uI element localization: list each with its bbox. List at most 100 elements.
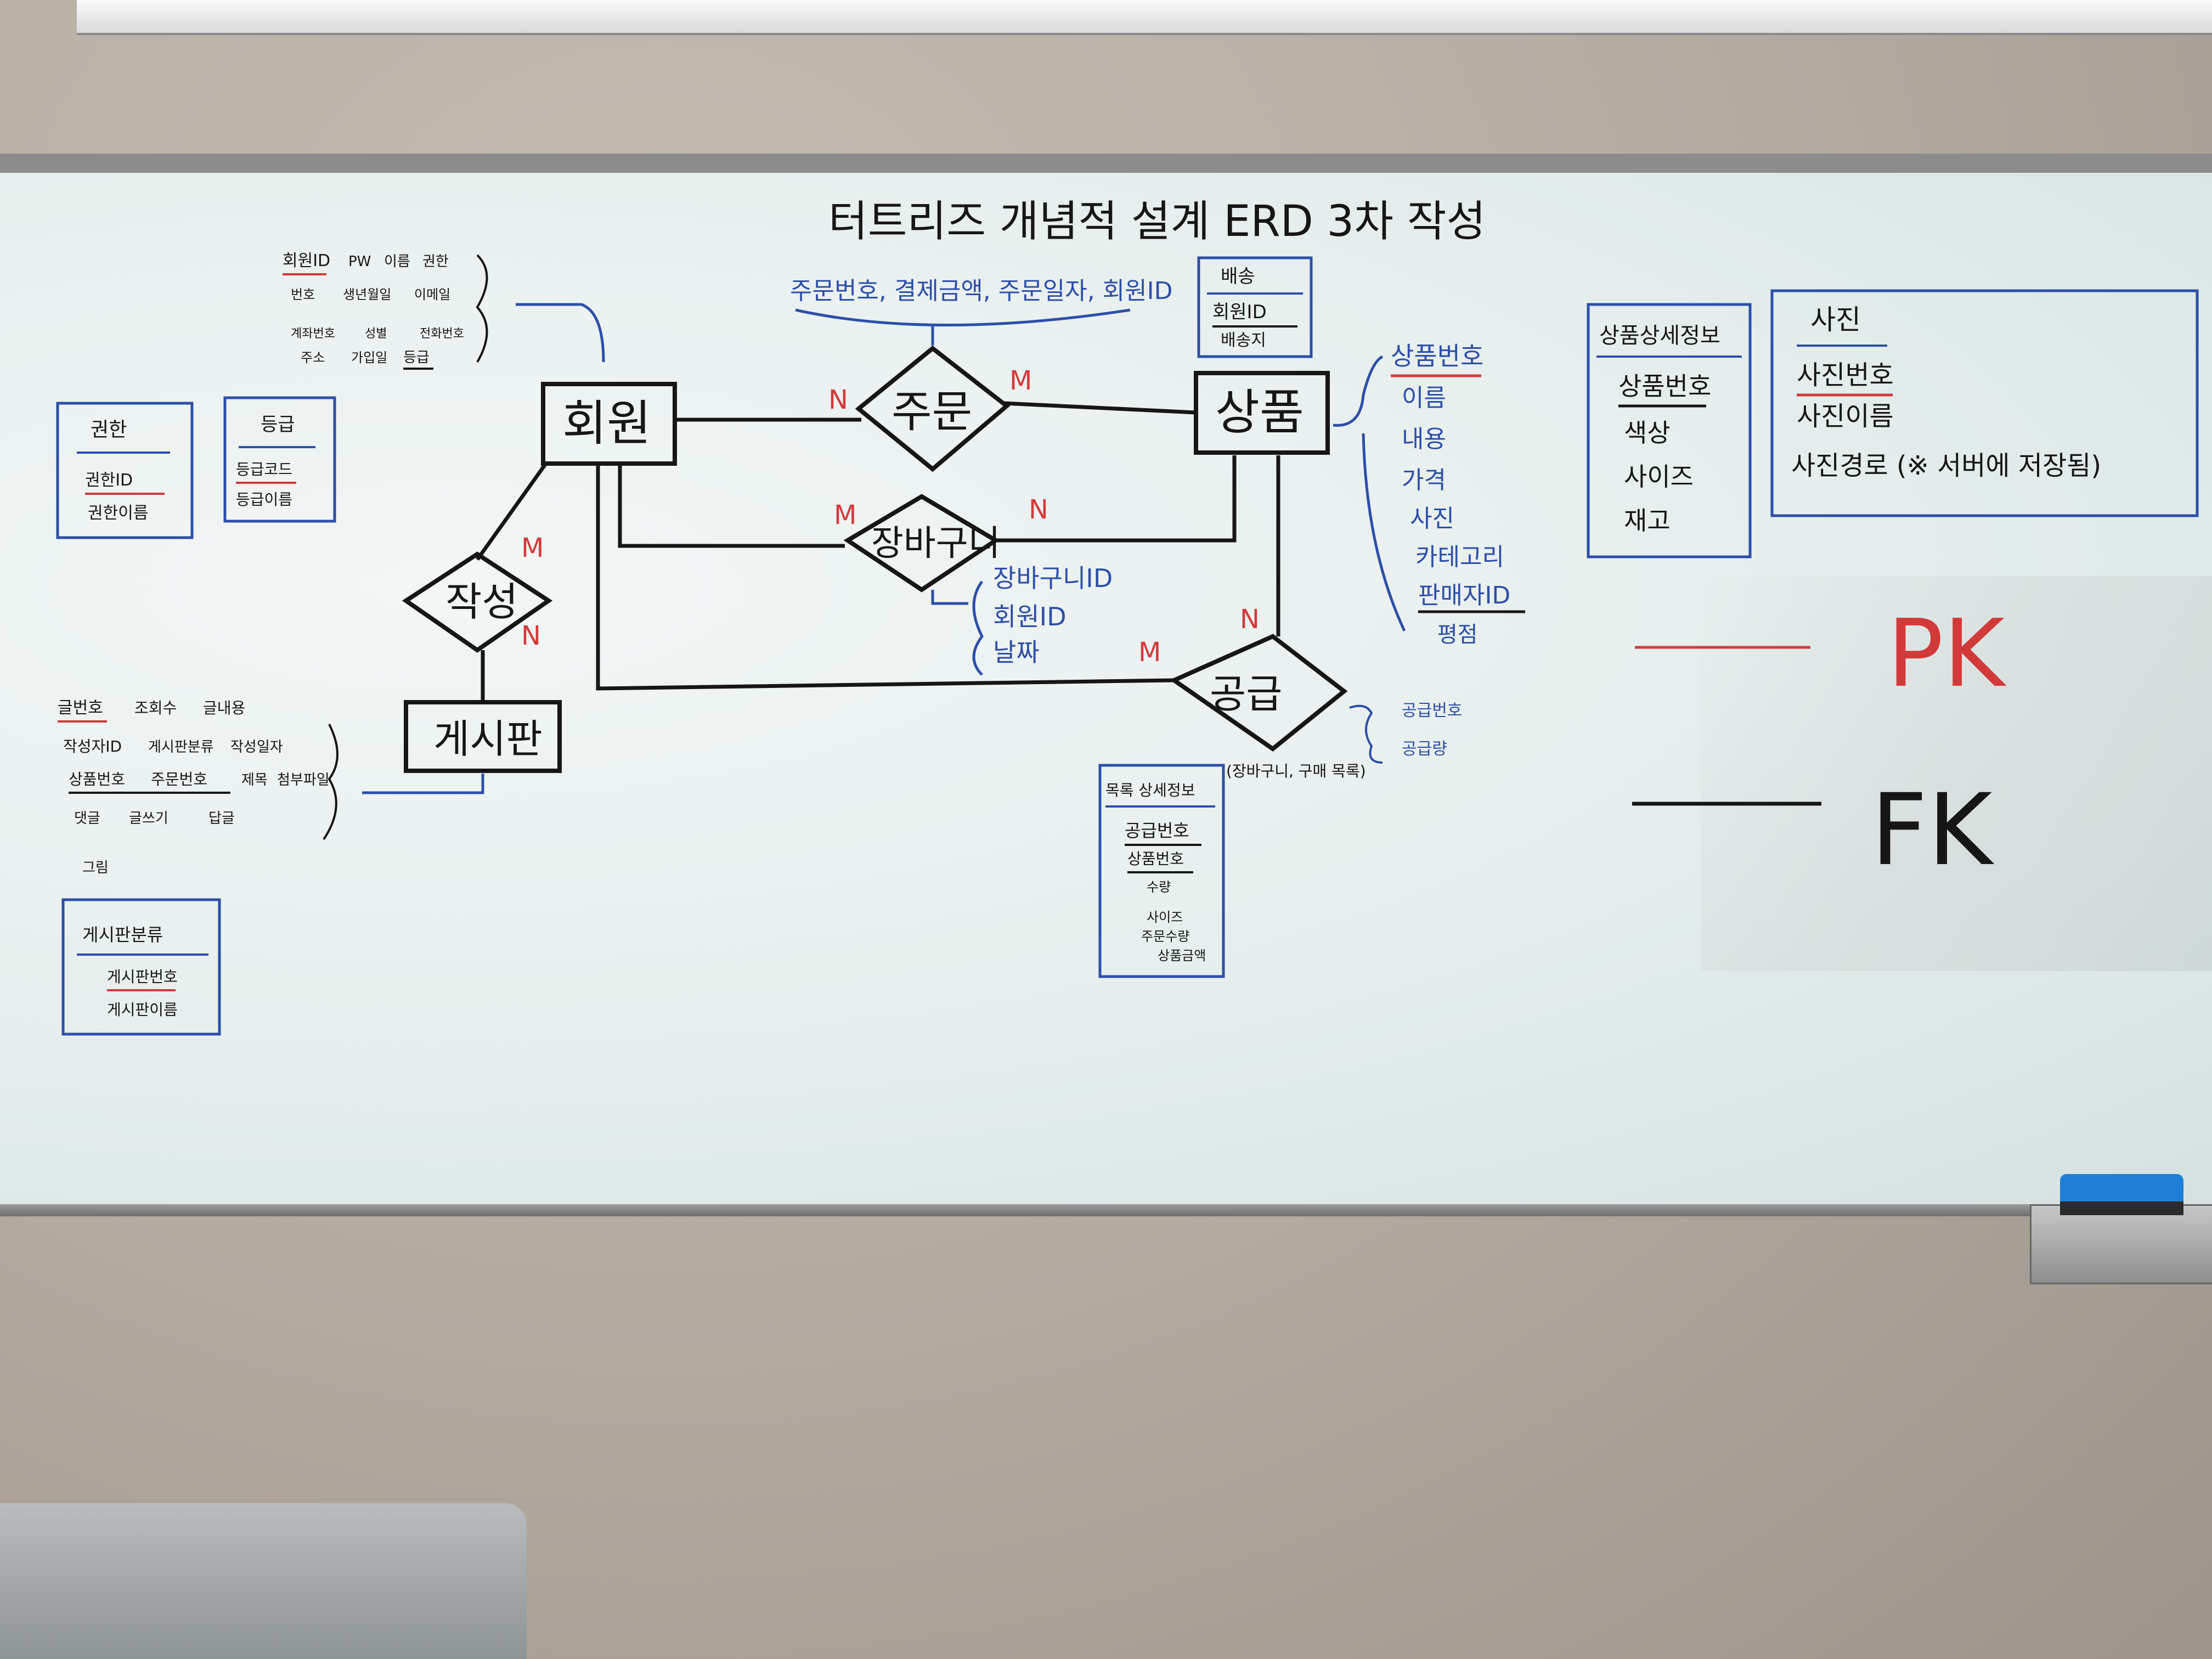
key-legend: PK FK (1632, 600, 2007, 888)
purchase-detail-row-5: 주문수량 (1141, 929, 1189, 944)
member-entity: 회원 (562, 395, 651, 452)
grade-table-row-1: 등급코드 (236, 460, 292, 478)
order-cardinality-left: N (828, 385, 848, 415)
photo-table-title: 사진 (1810, 304, 1861, 336)
cart-relationship: 장바구니 (871, 523, 1001, 564)
window-reflection (1701, 576, 2212, 971)
member-attr-pw: PW (348, 253, 371, 270)
board-attr-10: 첨부파일 (277, 772, 330, 788)
member-attributes-link (516, 303, 605, 363)
product-attr-6: 카테고리 (1415, 543, 1504, 571)
product-entity: 상품 (1215, 384, 1304, 441)
board-attr-6: 작성일자 (230, 739, 283, 755)
photo-table-row-2: 사진이름 (1797, 401, 1894, 432)
cart-attr-3: 날짜 (993, 637, 1040, 667)
board-attr-2: 조회수 (134, 699, 177, 717)
product-detail-row-4: 재고 (1624, 506, 1671, 535)
supply-cardinality-top: N (1240, 604, 1260, 635)
board-category-title: 게시판분류 (82, 924, 163, 945)
board-category-row-1: 게시판번호 (107, 968, 178, 986)
diagram-title: 터트리즈 개념적 설계 ERD 3차 작성 (828, 197, 1486, 246)
supply-relationship-diamond (1169, 634, 1348, 752)
product-attr-4: 가격 (1402, 466, 1446, 494)
purchase-detail-table: 목록 상세정보 공급번호 상품번호 수량 사이즈 주문수량 상품금액 (1098, 764, 1225, 978)
order-attributes-brace (795, 308, 1131, 326)
member-entity-box (541, 382, 677, 466)
product-attr-5: 사진 (1410, 505, 1454, 533)
board-attr-1: 글번호 (58, 698, 103, 718)
purchase-detail-row-2: 상품번호 (1127, 850, 1184, 868)
member-attr-phone: 전화번호 (420, 327, 464, 341)
purchase-detail-row-6: 상품금액 (1158, 948, 1206, 963)
product-attr-1: 상품번호 (1391, 341, 1483, 371)
board-attr-14: 그림 (82, 860, 109, 876)
product-detail-row-1: 상품번호 (1618, 371, 1711, 401)
member-attr-account: 계좌번호 (291, 327, 335, 341)
cart-cardinality-left: M (834, 500, 856, 531)
purchase-detail-row-3: 수량 (1147, 879, 1171, 895)
board-attr-9: 제목 (241, 772, 268, 788)
write-cardinality-top: M (521, 533, 544, 563)
order-attributes: 주문번호, 결제금액, 주문일자, 회원ID (790, 277, 1173, 305)
delivery-table-title: 배송 (1221, 266, 1255, 287)
board-attr-5: 게시판분류 (148, 739, 214, 755)
member-attr-birth: 생년월일 (343, 287, 391, 302)
pk-legend-label: PK (1887, 600, 2007, 708)
board-entity: 게시판 (433, 716, 543, 762)
delivery-table-row-2: 배송지 (1221, 331, 1266, 350)
supply-attributes-brace (1349, 704, 1383, 764)
member-attr-email: 이메일 (414, 287, 450, 302)
board-attr-3: 글내용 (203, 699, 245, 717)
member-attr-name: 이름 (384, 253, 410, 270)
order-cardinality-right: M (1009, 365, 1032, 396)
board-category-table: 게시판분류 게시판번호 게시판이름 (61, 898, 221, 1036)
grade-table-title: 등급 (261, 414, 295, 436)
photo-table: 사진 사진번호 사진이름 사진경로 (※ 서버에 저장됨) (1770, 289, 2199, 517)
order-relationship: 주문 (891, 386, 972, 437)
product-attr-3: 내용 (1402, 425, 1446, 453)
board-attr-12: 글쓰기 (129, 810, 168, 827)
role-table-row-2: 권한이름 (88, 504, 148, 523)
board-attributes: 글번호 조회수 글내용 작성자ID 게시판분류 작성일자 상품번호 주문번호 제… (58, 698, 484, 876)
board-attributes-link (362, 774, 484, 794)
member-attributes: 회원ID PW 이름 권한 번호 생년월일 이메일 계좌번호 성별 전화번호 주… (283, 251, 605, 370)
cart-cardinality-right: N (1029, 494, 1048, 525)
grade-table-row-2: 등급이름 (236, 490, 292, 509)
member-attr-grade: 등급 (403, 349, 430, 366)
board-attr-7: 상품번호 (69, 770, 125, 788)
order-relationship-diamond (855, 345, 1011, 472)
eraser-felt (2060, 1201, 2183, 1215)
cart-attributes-brace (931, 580, 984, 676)
member-attr-address: 주소 (301, 350, 325, 365)
board-attributes-brace (323, 724, 338, 840)
member-attr-number: 번호 (291, 287, 315, 302)
fk-legend-label: FK (1871, 773, 1995, 888)
board-attr-8: 주문번호 (151, 770, 207, 788)
product-detail-table-title: 상품상세정보 (1599, 323, 1720, 348)
member-attr-gender: 성별 (365, 327, 387, 341)
product-attributes: 상품번호 이름 내용 가격 사진 카테고리 판매자ID 평점 (1391, 341, 1525, 647)
chair (0, 1503, 527, 1659)
member-attr-role: 권한 (422, 253, 449, 270)
product-detail-row-3: 사이즈 (1624, 462, 1694, 492)
member-attributes-brace (476, 254, 488, 363)
member-attr-joined: 가입일 (351, 350, 387, 365)
product-attr-8: 평점 (1437, 622, 1478, 647)
product-attr-7: 판매자ID (1418, 582, 1510, 610)
product-attributes-brace (1333, 355, 1406, 632)
purchase-detail-title: 목록 상세정보 (1105, 781, 1195, 799)
relationship-lines (476, 401, 1280, 702)
product-detail-table: 상품상세정보 상품번호 색상 사이즈 재고 (1587, 303, 1752, 558)
grade-table: 등급 등급코드 등급이름 (223, 396, 336, 523)
supply-note: (장바구니, 구매 목록) (1226, 762, 1366, 780)
supply-attr-2: 공급량 (1402, 740, 1447, 759)
write-relationship: 작성 (445, 579, 518, 625)
delivery-table-row-1: 회원ID (1212, 301, 1267, 323)
board-attr-11: 댓글 (74, 810, 100, 827)
cart-attr-1: 장바구니ID (993, 563, 1113, 593)
supply-cardinality-left: M (1138, 637, 1161, 668)
member-attr-id: 회원ID (283, 251, 330, 270)
board-category-row-2: 게시판이름 (107, 1001, 178, 1019)
product-entity-box (1194, 371, 1330, 455)
